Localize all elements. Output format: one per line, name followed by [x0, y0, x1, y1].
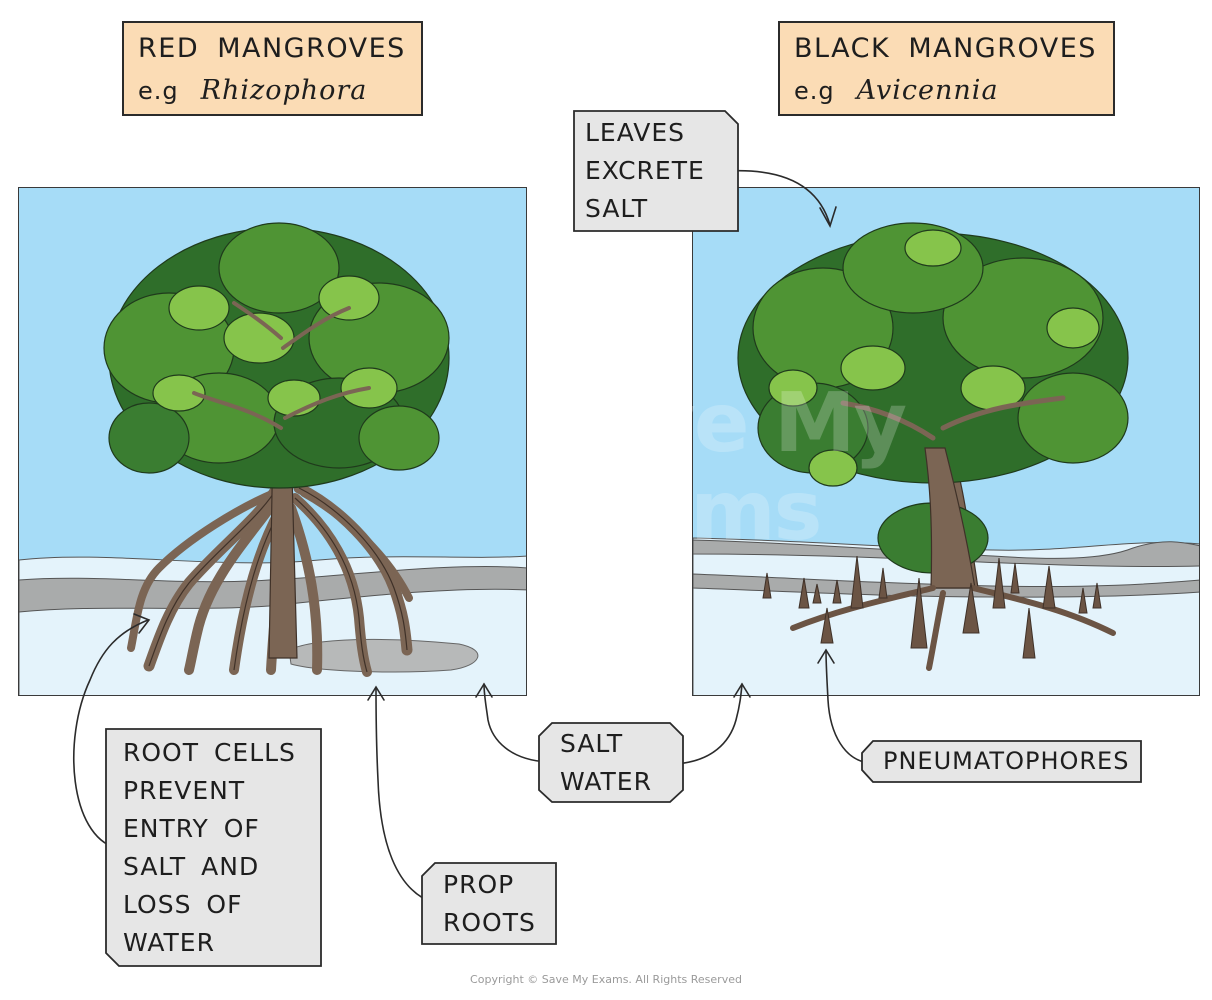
- label-pneumatophores: PNEUMATOPHORES: [861, 740, 1143, 784]
- root-cells-text: ROOT CELLS PREVENT ENTRY OF SALT AND LOS…: [123, 738, 296, 957]
- eg-label: e.g: [794, 77, 835, 105]
- label-leaves-excrete-salt: LEAVES EXCRETE SALT: [573, 110, 739, 232]
- black-mangrove-illustration: [692, 187, 1200, 696]
- title-black-name: BLACK MANGROVES: [794, 33, 1097, 64]
- eg-label: e.g: [138, 77, 179, 105]
- leaves-excrete-salt-text: LEAVES EXCRETE SALT: [585, 118, 705, 223]
- pneumatophores-text: PNEUMATOPHORES: [883, 747, 1130, 775]
- salt-water-text: SALT WATER: [560, 729, 652, 796]
- title-black-example: e.g Avicennia: [794, 75, 999, 106]
- label-salt-water: SALT WATER: [538, 722, 685, 804]
- label-root-cells: ROOT CELLS PREVENT ENTRY OF SALT AND LOS…: [105, 728, 323, 968]
- label-prop-roots: PROP ROOTS: [421, 862, 558, 946]
- title-red-example: e.g Rhizophora: [138, 75, 367, 106]
- title-black-mangroves: BLACK MANGROVES e.g Avicennia: [778, 21, 1115, 116]
- prop-roots-text: PROP ROOTS: [443, 870, 536, 937]
- copyright-notice: Copyright © Save My Exams. All Rights Re…: [470, 973, 742, 986]
- title-red-name: RED MANGROVES: [138, 33, 406, 64]
- watermark: Save My Exams: [532, 376, 907, 559]
- red-mangrove-illustration: [18, 187, 527, 696]
- species-rhizophora: Rhizophora: [200, 75, 368, 106]
- title-red-mangroves: RED MANGROVES e.g Rhizophora: [122, 21, 423, 116]
- species-avicennia: Avicennia: [856, 75, 999, 106]
